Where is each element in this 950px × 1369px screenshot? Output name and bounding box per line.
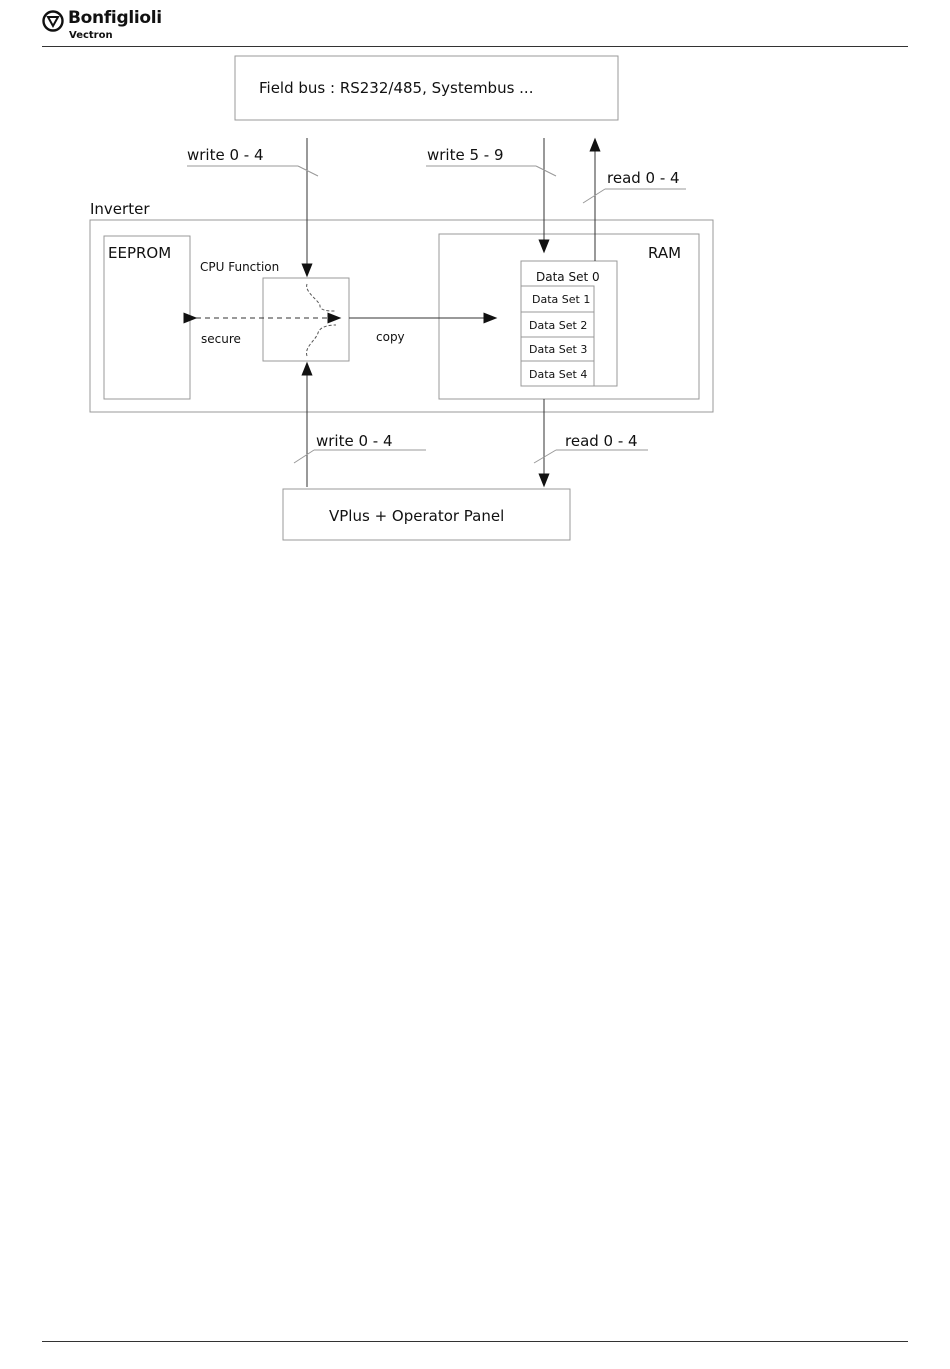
eeprom-label: EEPROM <box>108 244 171 262</box>
data-set-0-label: Data Set 0 <box>536 270 600 284</box>
bottom-write-label: write 0 - 4 <box>316 432 393 450</box>
data-set-diagram: Field bus : RS232/485, Systembus ... Inv… <box>0 0 950 560</box>
top-write-left-label: write 0 - 4 <box>187 146 264 164</box>
cpu-function-label: CPU Function <box>200 260 279 274</box>
top-read-label: read 0 - 4 <box>607 169 680 187</box>
secure-label: secure <box>201 332 241 346</box>
inverter-label: Inverter <box>90 200 150 218</box>
data-set-3-label: Data Set 3 <box>529 343 587 356</box>
cpu-switch-top-curve <box>307 284 336 311</box>
ram-label: RAM <box>648 244 681 262</box>
top-write-right-leader <box>536 166 556 176</box>
footer-rule <box>42 1341 908 1342</box>
operator-panel-label: VPlus + Operator Panel <box>329 507 504 525</box>
top-write-right-label: write 5 - 9 <box>427 146 504 164</box>
cpu-switch-bottom-curve <box>307 325 336 356</box>
copy-label: copy <box>376 330 405 344</box>
top-write-left-leader <box>298 166 318 176</box>
data-set-1-label: Data Set 1 <box>532 293 590 306</box>
data-set-2-label: Data Set 2 <box>529 319 587 332</box>
bottom-read-label: read 0 - 4 <box>565 432 638 450</box>
bottom-read-leader <box>534 450 556 463</box>
top-read-leader <box>583 189 605 203</box>
bottom-write-leader <box>294 450 314 463</box>
inverter-frame <box>90 220 713 412</box>
cpu-function-box <box>263 278 349 361</box>
field-bus-label: Field bus : RS232/485, Systembus ... <box>259 79 533 97</box>
data-set-4-label: Data Set 4 <box>529 368 587 381</box>
